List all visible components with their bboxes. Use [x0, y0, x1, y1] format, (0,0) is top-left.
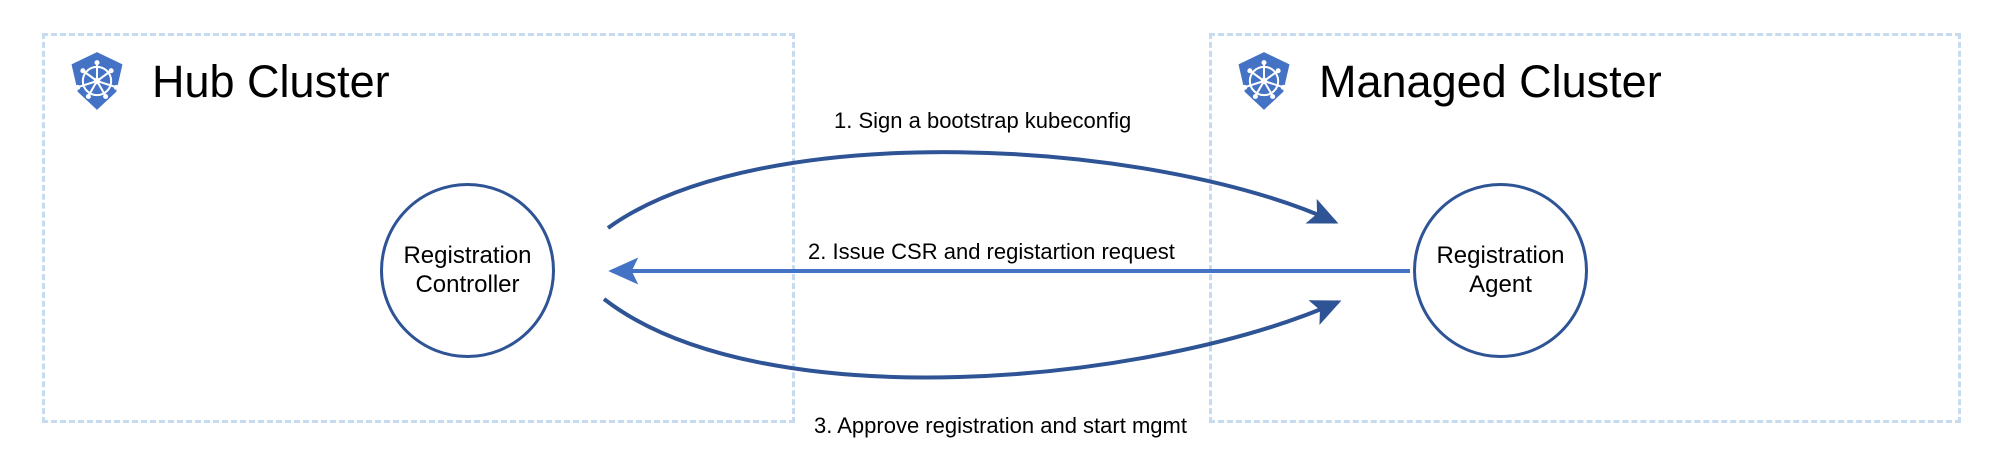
kubernetes-logo-icon: [1238, 52, 1290, 110]
registration-agent-node[interactable]: Registration Agent: [1413, 183, 1588, 358]
registration-controller-node[interactable]: Registration Controller: [380, 183, 555, 358]
kubernetes-logo-icon: [71, 52, 123, 110]
hub-cluster-header: Hub Cluster: [66, 50, 390, 112]
managed-cluster-title: Managed Cluster: [1319, 55, 1662, 107]
registration-controller-label: Registration Controller: [403, 242, 532, 298]
managed-cluster-header: Managed Cluster: [1233, 50, 1662, 112]
flow-caption-1: 1. Sign a bootstrap kubeconfig: [828, 108, 1138, 134]
flow-caption-2: 2. Issue CSR and registartion request: [802, 239, 1181, 265]
hub-cluster-title: Hub Cluster: [152, 55, 390, 107]
registration-agent-label: Registration Agent: [1436, 242, 1565, 298]
flow-caption-3: 3. Approve registration and start mgmt: [808, 413, 1193, 439]
